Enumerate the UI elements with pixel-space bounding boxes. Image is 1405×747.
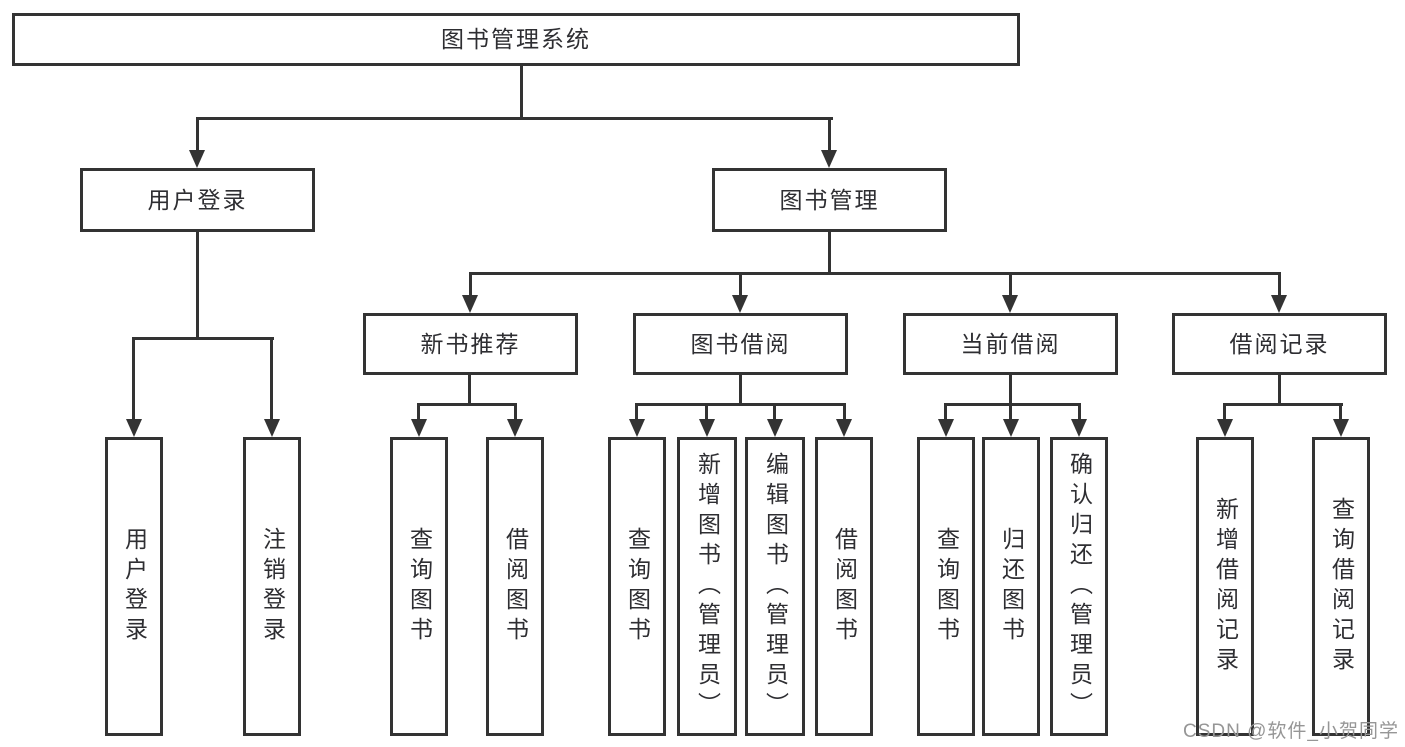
node-label: 借阅记录: [1229, 330, 1330, 357]
node-nbr-query-books: 查询图书: [390, 437, 448, 736]
node-label: 用户登录: [121, 526, 148, 647]
connector-line: [1078, 405, 1081, 419]
connector-arrowhead-icon: [189, 150, 205, 168]
connector-arrowhead-icon: [1333, 419, 1349, 437]
node-label: 当前借阅: [960, 330, 1061, 357]
connector-arrowhead-icon: [126, 419, 142, 437]
node-br-query-record: 查询借阅记录: [1312, 437, 1370, 736]
connector-arrowhead-icon: [836, 419, 852, 437]
connector-line: [196, 119, 199, 150]
node-label: 借阅图书: [831, 526, 858, 647]
node-login: 用户登录: [105, 437, 163, 736]
node-bb-add-books: 新增图书（管理员）: [677, 437, 737, 736]
connector-line: [705, 405, 708, 419]
node-br-add-record: 新增借阅记录: [1196, 437, 1254, 736]
connector-line: [468, 375, 471, 405]
connector-line: [828, 119, 831, 150]
node-book-mgmt: 图书管理: [712, 168, 947, 232]
node-label: 新增图书（管理员）: [694, 451, 721, 722]
connector-arrowhead-icon: [629, 419, 645, 437]
connector-arrowhead-icon: [264, 419, 280, 437]
connector-arrowhead-icon: [767, 419, 783, 437]
connector-arrowhead-icon: [1002, 295, 1018, 313]
node-nbr-borrow-books: 借阅图书: [486, 437, 544, 736]
node-label: 查询借阅记录: [1328, 496, 1355, 677]
connector-line: [1009, 405, 1012, 419]
node-label: 新增借阅记录: [1212, 496, 1239, 677]
connector-arrowhead-icon: [1003, 419, 1019, 437]
connector-line: [1278, 375, 1281, 405]
node-user-login: 用户登录: [80, 168, 315, 232]
connector-arrowhead-icon: [938, 419, 954, 437]
connector-line: [1223, 403, 1343, 406]
connector-arrowhead-icon: [462, 295, 478, 313]
connector-line: [196, 117, 833, 120]
connector-line: [417, 405, 420, 419]
connector-line: [635, 403, 846, 406]
node-label: 注销登录: [259, 526, 286, 647]
connector-line: [944, 403, 1081, 406]
node-cb-return-books: 归还图书: [982, 437, 1040, 736]
node-book-borrow: 图书借阅: [633, 313, 848, 375]
connector-line: [520, 66, 523, 119]
connector-arrowhead-icon: [732, 295, 748, 313]
node-label: 查询图书: [933, 526, 960, 647]
connector-line: [469, 272, 1281, 275]
node-cb-query-books: 查询图书: [917, 437, 975, 736]
connector-line: [1339, 405, 1342, 419]
connector-arrowhead-icon: [507, 419, 523, 437]
connector-line: [469, 274, 472, 295]
connector-line: [514, 405, 517, 419]
connector-line: [132, 339, 135, 419]
connector-arrowhead-icon: [699, 419, 715, 437]
node-root: 图书管理系统: [12, 13, 1020, 66]
node-label: 图书借阅: [690, 330, 791, 357]
node-label: 新书推荐: [420, 330, 521, 357]
connector-line: [828, 232, 831, 274]
node-label: 借阅图书: [502, 526, 529, 647]
connector-line: [635, 405, 638, 419]
connector-line: [773, 405, 776, 419]
node-label: 编辑图书（管理员）: [762, 451, 789, 722]
connector-arrowhead-icon: [821, 150, 837, 168]
node-label: 图书管理: [779, 186, 880, 213]
node-bb-borrow-books: 借阅图书: [815, 437, 873, 736]
connector-line: [1009, 375, 1012, 405]
node-label: 图书管理系统: [441, 26, 591, 52]
connector-arrowhead-icon: [1271, 295, 1287, 313]
node-label: 用户登录: [147, 186, 248, 213]
node-current-borrow: 当前借阅: [903, 313, 1118, 375]
node-label: 查询图书: [624, 526, 651, 647]
node-cb-confirm-return: 确认归还（管理员）: [1050, 437, 1108, 736]
connector-line: [132, 337, 274, 340]
connector-line: [944, 405, 947, 419]
connector-line: [739, 375, 742, 405]
node-bb-edit-books: 编辑图书（管理员）: [745, 437, 805, 736]
connector-arrowhead-icon: [1217, 419, 1233, 437]
node-borrow-records: 借阅记录: [1172, 313, 1387, 375]
connector-arrowhead-icon: [411, 419, 427, 437]
connector-line: [1009, 274, 1012, 295]
connector-line: [196, 232, 199, 339]
connector-line: [1223, 405, 1226, 419]
connector-line: [417, 403, 517, 406]
node-logout: 注销登录: [243, 437, 301, 736]
connector-line: [1278, 274, 1281, 295]
node-bb-query-books: 查询图书: [608, 437, 666, 736]
node-label: 确认归还（管理员）: [1066, 451, 1093, 722]
connector-line: [270, 339, 273, 419]
connector-arrowhead-icon: [1071, 419, 1087, 437]
connector-line: [739, 274, 742, 295]
node-label: 归还图书: [998, 526, 1025, 647]
watermark: CSDN @软件_小贺同学: [1183, 721, 1399, 742]
connector-line: [843, 405, 846, 419]
node-new-book-rec: 新书推荐: [363, 313, 578, 375]
node-label: 查询图书: [406, 526, 433, 647]
